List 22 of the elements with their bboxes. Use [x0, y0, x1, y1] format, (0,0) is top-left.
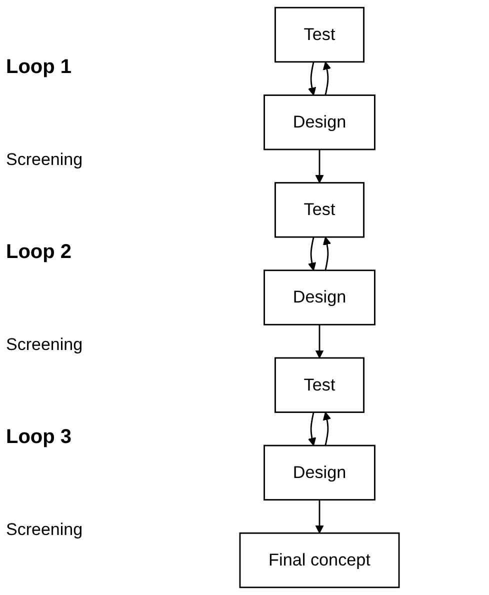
- arrow: [315, 500, 324, 534]
- arrow: [322, 62, 332, 96]
- loop-label: Loop 3: [6, 426, 73, 448]
- arrow: [308, 62, 316, 96]
- loop-label: Loop 1: [6, 56, 73, 78]
- arrow: [322, 412, 332, 446]
- stage-label: Screening: [6, 334, 84, 354]
- arrow: [315, 324, 324, 358]
- arrow: [322, 236, 332, 271]
- arrow: [308, 236, 316, 271]
- node-box: Final concept: [239, 532, 400, 588]
- loop-label: Loop 2: [6, 240, 73, 264]
- node-box: Test: [274, 182, 364, 238]
- node-box: Design: [264, 270, 376, 326]
- stage-label: Screening: [6, 150, 84, 170]
- node-box: Test: [274, 6, 364, 63]
- node-box: Test: [274, 357, 364, 413]
- arrow: [315, 149, 324, 184]
- arrow: [308, 412, 316, 446]
- stage-label: Screening: [6, 520, 84, 540]
- node-box: Design: [264, 444, 376, 501]
- node-box: Design: [264, 94, 376, 150]
